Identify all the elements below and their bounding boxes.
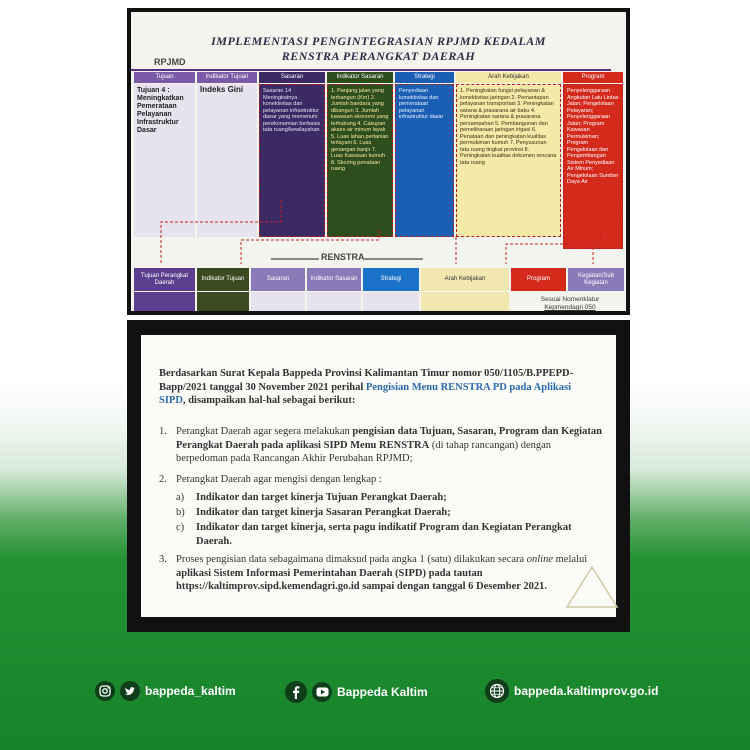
item1-bold: pengisian data Tujuan, Sasaran, Program …	[176, 426, 602, 451]
renstra-cell: Kegiatan/Sub Kegiatan	[568, 268, 624, 291]
rpjmd-column-header: Indikator Sasaran	[327, 72, 393, 83]
rpjmd-column-header: Sasaran	[259, 72, 325, 83]
slide-corner-decoration	[565, 565, 619, 608]
list-number: 3.	[159, 554, 167, 565]
social-handle-group: bappeda_kaltim	[95, 681, 236, 701]
sub-text: Indikator dan target kinerja, serta pagu…	[196, 522, 572, 547]
renstra-cell: Strategi	[363, 268, 419, 291]
sub-letter: a)	[176, 492, 185, 503]
rpjmd-column-body: Tujuan 4 : Meningkatkan Pemerataan Pelay…	[134, 84, 195, 237]
item3-text: Proses pengisian data sebagaimana dimaks…	[176, 554, 527, 565]
item3-text-mid: melalui	[553, 554, 588, 565]
renstra-cell: Indikator Tujuan	[197, 268, 249, 291]
rpjmd-divider	[131, 69, 611, 71]
facebook-icon[interactable]	[285, 681, 307, 703]
sub-item-c: c) Indikator dan target kinerja, serta p…	[176, 521, 606, 548]
sub-item-b: b) Indikator dan target kinerja Sasaran …	[176, 506, 606, 520]
renstra-cell: Arah Kebijakan	[421, 268, 509, 291]
sub-item-a: a) Indikator dan target kinerja Tujuan P…	[176, 491, 606, 505]
item3-bold: aplikasi Sistem Informasi Pemerintahan D…	[176, 567, 547, 593]
rpjmd-column-body: 1. Panjang jalan yang terbangun (Km) 2. …	[327, 84, 393, 237]
item1-text-end: (di tahap rancangan) dengan berpedoman p…	[176, 439, 552, 465]
slide-canvas: IMPLEMENTASI PENGINTEGRASIAN RPJMD KEDAL…	[131, 12, 626, 311]
youtube-icon[interactable]	[312, 682, 332, 702]
rpjmd-column-header: Arah Kebijakan	[456, 72, 561, 83]
nomenclature-note: Sesuai Nomenklatur Kepmendagri 050	[516, 296, 624, 312]
announcement-document: Berdasarkan Surat Kepala Bappeda Provins…	[141, 335, 616, 617]
note-line2: Kepmendagri 050	[544, 304, 596, 311]
slide-title-line1: IMPLEMENTASI PENGINTEGRASIAN RPJMD KEDAL…	[211, 34, 546, 48]
renstra-cell: Indikator Sasaran	[307, 268, 361, 291]
twitter-icon[interactable]	[120, 681, 140, 701]
rpjmd-column-body: 1. Peningkatan fungsi pelayanan & konekt…	[456, 84, 561, 237]
renstra-label: RENSTRA	[321, 252, 365, 262]
list-number: 2.	[159, 474, 167, 485]
slide-title-line2: RENSTRA PERANGKAT DAERAH	[281, 49, 476, 63]
sub-letter: b)	[176, 507, 185, 518]
sub-text: Indikator dan target kinerja Tujuan Pera…	[196, 492, 447, 503]
renstra-cell: Sasaran	[251, 268, 305, 291]
intro-paragraph: Berdasarkan Surat Kepala Bappeda Provins…	[159, 367, 599, 408]
globe-icon[interactable]	[485, 679, 509, 703]
announcement-slide: Berdasarkan Surat Kepala Bappeda Provins…	[127, 320, 630, 632]
website-group: bappeda.kaltimprov.go.id	[485, 679, 658, 703]
note-line1: Sesuai Nomenklatur	[540, 296, 600, 303]
item2-text: Perangkat Daerah agar mengisi dengan len…	[176, 474, 382, 485]
rpjmd-column-body: Penyelenggaraan Angkutan Lalu Lintas Jal…	[563, 84, 623, 249]
rpjmd-renstra-slide: IMPLEMENTASI PENGINTEGRASIAN RPJMD KEDAL…	[127, 8, 630, 315]
renstra-cell-body	[134, 292, 195, 311]
social-handle[interactable]: bappeda_kaltim	[145, 684, 236, 698]
website-link[interactable]: bappeda.kaltimprov.go.id	[514, 684, 659, 698]
rpjmd-column-body: Penyediaan konektivitas dan pemerataan p…	[395, 84, 454, 237]
rpjmd-column-header: Strategi	[395, 72, 454, 83]
channel-name[interactable]: Bappeda Kaltim	[337, 685, 428, 699]
renstra-cell-body	[421, 292, 509, 311]
intro-subject: Pengisian Menu RENSTRA PD pada Aplikasi …	[159, 381, 571, 407]
list-item-3: 3. Proses pengisian data sebagaimana dim…	[159, 553, 604, 594]
item1-text: Perangkat Daerah agar segera melakukan	[176, 426, 353, 437]
renstra-divider-right	[363, 258, 423, 260]
renstra-cell: Tujuan Perangkat Daerah	[134, 268, 195, 291]
sub-text: Indikator dan target kinerja Sasaran Per…	[196, 507, 451, 518]
intro-text: Berdasarkan Surat Kepala Bappeda Provins…	[159, 368, 574, 393]
rpjmd-label: RPJMD	[154, 57, 186, 67]
renstra-cell-body	[307, 292, 361, 311]
intro-text-end: , disampaikan hal-hal sebagai berikut:	[182, 395, 356, 406]
renstra-cell-body	[363, 292, 419, 311]
list-item-2: 2. Perangkat Daerah agar mengisi dengan …	[159, 473, 604, 487]
sub-letter: c)	[176, 522, 185, 533]
rpjmd-column-header: Program	[563, 72, 623, 83]
renstra-cell-body	[197, 292, 249, 311]
list-item-1: 1. Perangkat Daerah agar segera melakuka…	[159, 425, 604, 466]
rpjmd-column-body: Indeks Gini	[197, 84, 257, 237]
renstra-cell-body	[251, 292, 305, 311]
renstra-cell: Program	[511, 268, 566, 291]
renstra-divider-left	[271, 258, 319, 260]
instagram-icon[interactable]	[95, 681, 115, 701]
rpjmd-column-body: Sasaran 14 Meningkatnya konektivitas dan…	[259, 84, 325, 237]
item3-online: online	[526, 554, 554, 565]
rpjmd-column-header: Tujuan	[134, 72, 195, 83]
rpjmd-column-header: Indikator Tujuan	[197, 72, 257, 83]
list-number: 1.	[159, 426, 167, 437]
channel-group: Bappeda Kaltim	[285, 681, 428, 703]
